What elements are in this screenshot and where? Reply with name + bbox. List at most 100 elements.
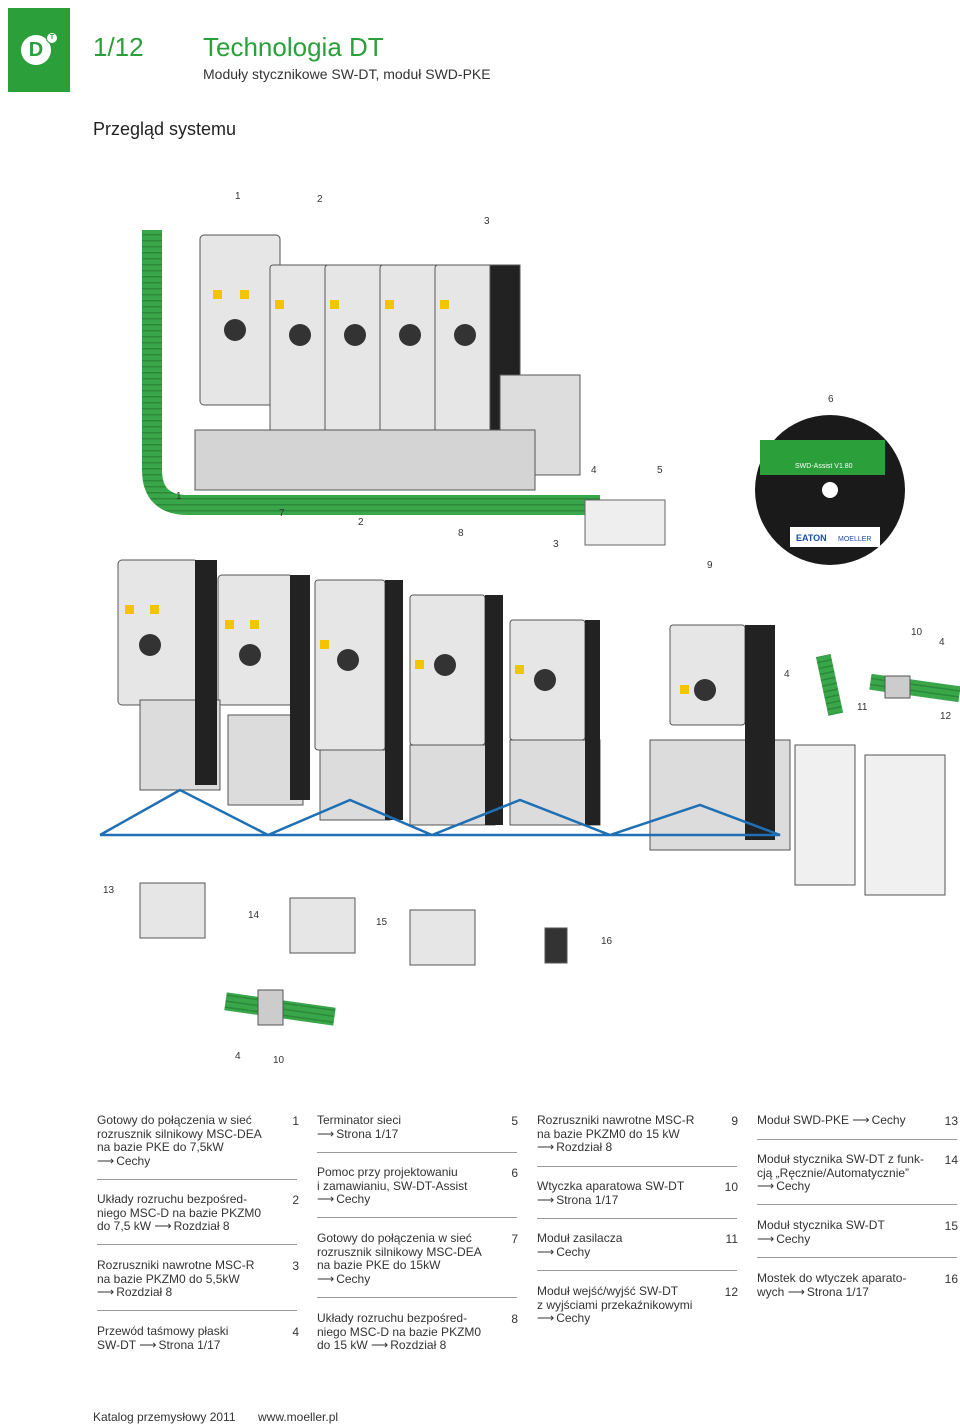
legend-num-9: 9 bbox=[731, 1114, 738, 1128]
arrow-icon: ⟶ bbox=[852, 1113, 870, 1127]
legend-num-4: 4 bbox=[292, 1325, 299, 1339]
terminator bbox=[584, 499, 666, 546]
cd-disk: SWD-Assist V1.80 EATON MOELLER bbox=[755, 415, 905, 565]
arrow-icon: ⟶ bbox=[537, 1311, 555, 1325]
legend-item-15: Moduł stycznika SW-DT ⟶Cechy bbox=[757, 1218, 885, 1246]
legend-num-15: 15 bbox=[944, 1219, 958, 1233]
divider bbox=[317, 1297, 517, 1298]
divider bbox=[537, 1166, 737, 1167]
callout: 15 bbox=[376, 917, 388, 928]
section-title: Przegląd systemu bbox=[93, 119, 237, 139]
legend-item-13: Moduł SWD-PKE ⟶Cechy bbox=[757, 1113, 906, 1127]
cd-brand-right: MOELLER bbox=[838, 536, 871, 543]
callout: 5 bbox=[657, 465, 663, 476]
callout: 13 bbox=[103, 885, 115, 896]
legend-num-6: 6 bbox=[511, 1166, 518, 1180]
divider bbox=[537, 1270, 737, 1271]
callout: 2 bbox=[317, 194, 323, 205]
logo-box: D T bbox=[8, 8, 70, 92]
device-plug bbox=[884, 675, 911, 699]
callout: 10 bbox=[273, 1055, 285, 1066]
callout: 9 bbox=[707, 560, 713, 571]
divider bbox=[537, 1218, 737, 1219]
divider bbox=[317, 1152, 517, 1153]
legend-item-11: Moduł zasilacza ⟶Cechy bbox=[537, 1231, 623, 1259]
logo-badge: T bbox=[46, 32, 58, 44]
flat-cable-right bbox=[869, 673, 960, 703]
divider bbox=[317, 1217, 517, 1218]
arrow-icon: ⟶ bbox=[371, 1338, 389, 1352]
upper-row-knobs bbox=[224, 319, 476, 346]
footer-url[interactable]: www.moeller.pl bbox=[258, 1410, 339, 1424]
legend-num-10: 10 bbox=[724, 1180, 738, 1194]
arrow-icon: ⟶ bbox=[537, 1192, 555, 1207]
callout: 1 bbox=[235, 191, 241, 202]
callout: 2 bbox=[358, 517, 364, 528]
arrow-icon: ⟶ bbox=[317, 1126, 335, 1141]
page-subtitle: Moduły stycznikowe SW-DT, moduł SWD-PKE bbox=[203, 66, 491, 82]
legend-num-2: 2 bbox=[292, 1193, 299, 1207]
small-modules bbox=[139, 882, 568, 966]
legend-item-16: Mostek do wtyczek aparato- wych ⟶Strona … bbox=[757, 1271, 907, 1299]
page-number: 1/12 bbox=[93, 32, 144, 62]
callout: 4 bbox=[784, 669, 790, 680]
divider bbox=[757, 1139, 957, 1140]
system-overview-illustration: SWD-Assist V1.80 EATON MOELLER bbox=[99, 230, 960, 1026]
legend-num-11: 11 bbox=[725, 1232, 738, 1246]
divider bbox=[97, 1244, 297, 1245]
legend-num-8: 8 bbox=[511, 1312, 518, 1326]
divider bbox=[757, 1257, 957, 1258]
arrow-icon: ⟶ bbox=[537, 1140, 555, 1154]
callout: 16 bbox=[601, 936, 613, 947]
lower-row-knobs bbox=[139, 634, 716, 701]
lower-row-black-sides bbox=[195, 560, 775, 840]
arrow-icon: ⟶ bbox=[757, 1231, 775, 1246]
callout: 14 bbox=[248, 910, 260, 921]
callout: 7 bbox=[279, 508, 285, 519]
legend-num-7: 7 bbox=[511, 1232, 518, 1246]
upper-row-yellow-buttons bbox=[213, 290, 449, 309]
arrow-icon: ⟶ bbox=[317, 1192, 335, 1206]
footer-catalog: Katalog przemysłowy 2011 bbox=[93, 1410, 236, 1424]
blue-wire bbox=[99, 788, 781, 837]
arrow-icon: ⟶ bbox=[97, 1153, 115, 1168]
arrow-icon: ⟶ bbox=[154, 1219, 172, 1233]
bottom-plug bbox=[257, 989, 284, 1026]
legend-num-3: 3 bbox=[292, 1259, 299, 1273]
callout: 4 bbox=[939, 637, 945, 648]
callout: 4 bbox=[235, 1051, 241, 1062]
legend-num-12: 12 bbox=[724, 1285, 738, 1299]
legend-item-2: Układy rozruchu bezpośred-niego MSC-D na… bbox=[97, 1192, 262, 1233]
callout: 4 bbox=[591, 465, 597, 476]
callout: 11 bbox=[857, 702, 868, 713]
cd-label: SWD-Assist V1.80 bbox=[795, 463, 853, 470]
upper-row-devices bbox=[194, 234, 581, 491]
legend-num-16: 16 bbox=[944, 1272, 958, 1286]
callout: 3 bbox=[553, 539, 559, 550]
callout: 8 bbox=[458, 528, 464, 539]
legend-num-14: 14 bbox=[944, 1153, 958, 1167]
callout: 10 bbox=[911, 627, 923, 638]
legend-num-5: 5 bbox=[511, 1114, 518, 1128]
callout: 3 bbox=[484, 216, 490, 227]
legend-num-1: 1 bbox=[292, 1114, 299, 1128]
lower-row-yellow-buttons bbox=[125, 605, 689, 694]
legend-item-5: Terminator sieci ⟶Strona 1/17 bbox=[317, 1113, 402, 1141]
arrow-icon: ⟶ bbox=[787, 1284, 805, 1299]
lower-row-devices bbox=[117, 559, 946, 896]
arrow-icon: ⟶ bbox=[317, 1271, 335, 1286]
arrow-icon: ⟶ bbox=[97, 1285, 115, 1299]
callout: 6 bbox=[828, 394, 834, 405]
flat-cable-small bbox=[815, 653, 844, 716]
cd-brand-left: EATON bbox=[796, 533, 827, 543]
page-title: Technologia DT bbox=[203, 32, 384, 62]
divider bbox=[97, 1179, 297, 1180]
arrow-icon: ⟶ bbox=[537, 1244, 555, 1259]
arrow-icon: ⟶ bbox=[757, 1179, 775, 1193]
